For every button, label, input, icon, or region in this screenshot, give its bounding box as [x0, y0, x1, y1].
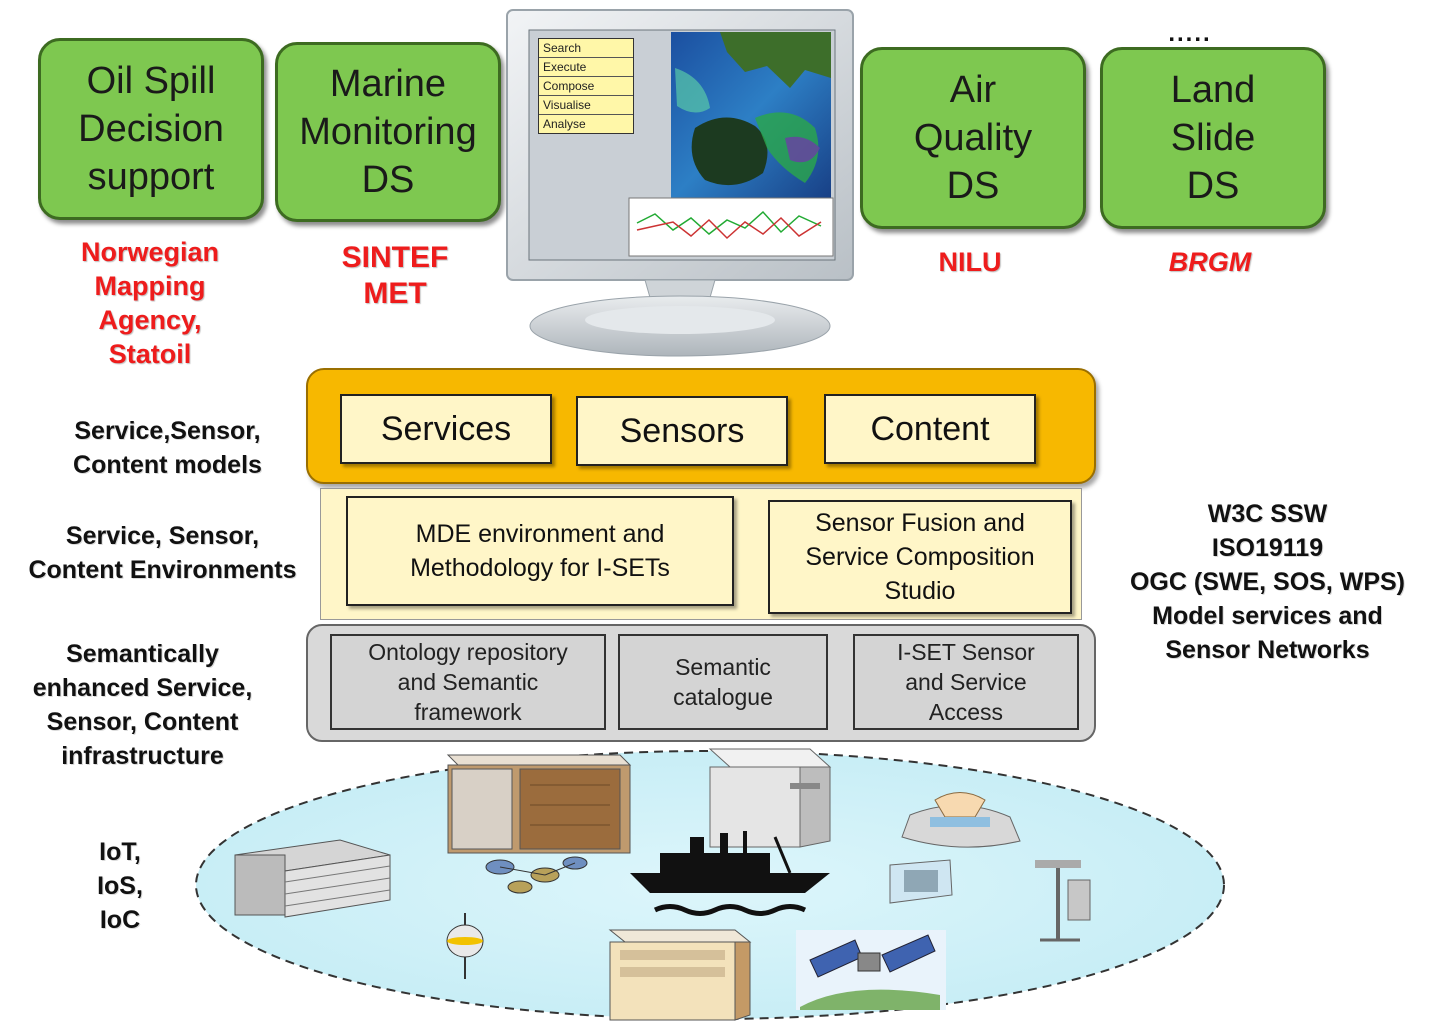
label-models: Service,Sensor, Content models — [73, 417, 262, 479]
sensor-fusion-box: Sensor Fusion and Service Composition St… — [768, 500, 1072, 614]
iset-access-box: I-SET Sensor and Service Access — [853, 634, 1079, 730]
content-box: Content — [824, 394, 1036, 464]
partner-norwegian-mapping: Norwegian Mapping Agency, Statoil — [80, 237, 220, 369]
monitor-graphic — [506, 9, 854, 357]
weather-station-icon — [1035, 860, 1091, 942]
oil-spill-ds-box: Oil Spill Decision support — [38, 38, 264, 220]
menu-item-compose[interactable]: Compose — [539, 77, 633, 96]
display-device-icon — [889, 859, 953, 904]
monitor-menu: Search Execute Compose Visualise Analyse — [538, 38, 634, 134]
sensors-box: Sensors — [576, 396, 788, 466]
blade-server-icon — [234, 839, 391, 918]
land-slide-ds-box: Land Slide DS — [1100, 47, 1326, 229]
file-server-icon — [608, 929, 752, 1021]
semantic-catalogue-box: Semantic catalogue — [618, 634, 828, 730]
monitor-illustration: Search Execute Compose Visualise Analyse — [505, 8, 855, 363]
menu-item-analyse[interactable]: Analyse — [539, 115, 633, 133]
more-ellipsis: ..... — [1168, 20, 1212, 47]
partner-brgm: BRGM — [1168, 247, 1252, 277]
standards-label: W3C SSW ISO19119 OGC (SWE, SOS, WPS) Mod… — [1129, 500, 1405, 664]
server-rack-icon — [446, 754, 632, 854]
environment-sensor-icon — [901, 792, 1021, 848]
label-environments: Service, Sensor, Content Environments — [28, 522, 297, 584]
services-box: Services — [340, 394, 552, 464]
menu-item-search[interactable]: Search — [539, 39, 633, 58]
marine-monitoring-ds-box: Marine Monitoring DS — [275, 42, 501, 222]
partner-sintef-met: SINTEF MET — [341, 241, 449, 310]
iot-devices-graphic — [195, 748, 1225, 1021]
partner-nilu: NILU — [938, 247, 1002, 277]
air-quality-ds-box: Air Quality DS — [860, 47, 1086, 229]
tower-computer-icon — [708, 748, 832, 848]
label-infrastructure: Semantically enhanced Service, Sensor, C… — [32, 640, 253, 770]
menu-item-execute[interactable]: Execute — [539, 58, 633, 77]
ontology-repository-box: Ontology repository and Semantic framewo… — [330, 634, 606, 730]
satellite-network-icon — [485, 856, 588, 894]
iot-devices-ellipse — [190, 745, 1250, 1024]
buoy-icon — [446, 913, 484, 979]
mde-environment-box: MDE environment and Methodology for I-SE… — [346, 496, 734, 606]
ship-icon — [630, 831, 830, 916]
label-iot: IoT, IoS, IoC — [97, 838, 143, 934]
satellite-icon — [796, 930, 946, 1010]
menu-item-visualise[interactable]: Visualise — [539, 96, 633, 115]
